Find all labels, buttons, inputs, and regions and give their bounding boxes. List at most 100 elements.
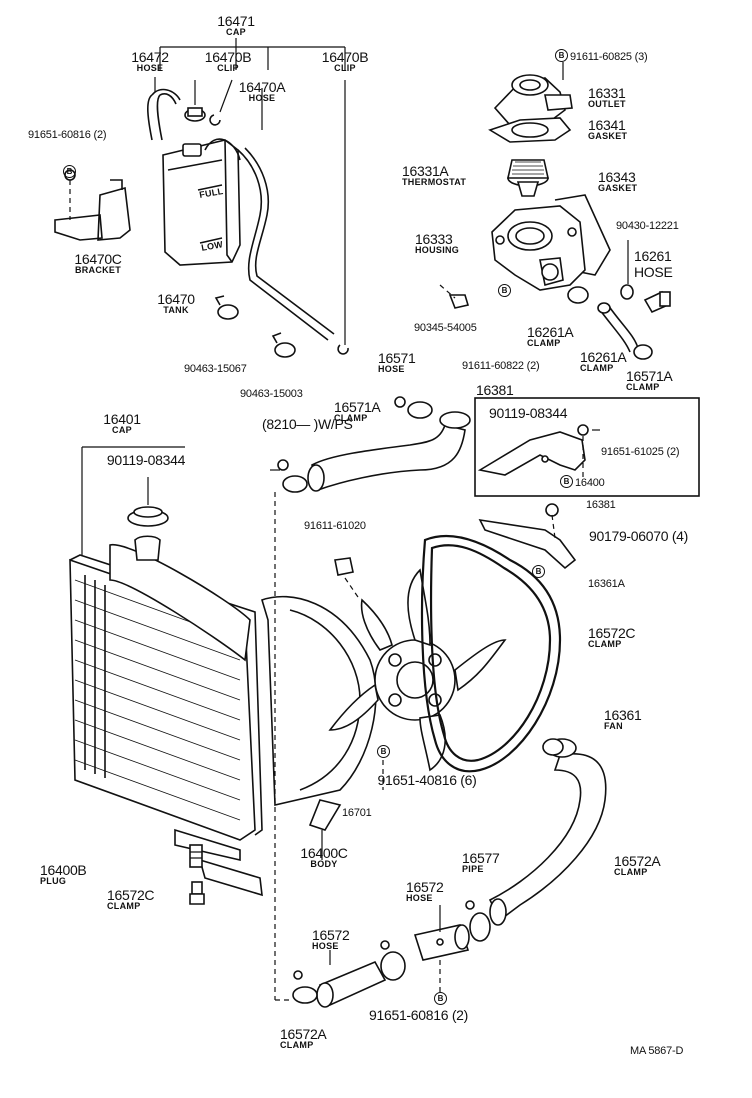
part-number: 90119-08344 [489, 405, 568, 421]
clamp-16261A-b [633, 344, 653, 360]
label-16331A: 16331A THERMOSTAT [402, 164, 466, 187]
part-number: 16361 [604, 707, 642, 723]
hose-16470A-drawing [237, 88, 335, 341]
part-number: 16572C [588, 625, 636, 641]
label-16472: 16472 HOSE [131, 49, 169, 73]
part-name: FAN [604, 721, 623, 731]
gasket-16343 [554, 194, 611, 276]
label-16400C: 16400B PLUG [40, 863, 87, 886]
cap-16471-bracket-lines [159, 38, 346, 70]
part-number: 90463-15003 [240, 388, 303, 400]
label-16261A-a: 16261A CLAMP [527, 325, 574, 348]
part-number: 16577 [462, 850, 500, 866]
part-name: CAP [226, 27, 246, 37]
fan-16361 [328, 568, 507, 772]
part-number: (8210— )W/PS [262, 416, 353, 432]
diagram-id: MA 5867-D [630, 1042, 683, 1058]
label-16331: 16331 OUTLET [588, 86, 626, 109]
part-name: CLAMP [334, 413, 368, 423]
label-16361: 91651-40816 (6) [377, 773, 476, 787]
part-number: 90430-12221 [616, 220, 679, 232]
bolt-tag-c: B [532, 564, 547, 580]
label-16470A: 16470A HOSE [239, 80, 286, 103]
label-16401: 90119-08344 [107, 453, 185, 467]
label-16261-hose: 16261A CLAMP [580, 349, 627, 373]
radiator-16400 [69, 544, 263, 897]
part-number: 16471 [217, 13, 255, 29]
water-outlet-16331 [493, 62, 573, 126]
label-90119-a: 91651-61025 (2) [601, 447, 680, 458]
part-name: BRACKET [74, 265, 122, 275]
label-16571A-left: (8210— )W/PS [262, 417, 353, 431]
label-16343: 16343 GASKET [598, 170, 637, 193]
part-number: 16470B [321, 49, 369, 65]
label-91611-61020: 16361A [588, 579, 625, 590]
part-name: CLAMP [580, 363, 614, 373]
bolt-tag-b: B [498, 283, 513, 299]
label-16572A-b: 91651-60816 (2) [369, 1008, 468, 1022]
part-number: 16572C [107, 887, 155, 903]
radiator-label-lines [81, 446, 185, 555]
bracket-16470C-drawing [54, 169, 131, 241]
clamp-16571A-top [394, 396, 433, 419]
bolt-icon: B [498, 284, 511, 298]
bolt-icon: B [63, 165, 76, 179]
bar-16381-lower [478, 503, 577, 570]
part-name: HOUSING [415, 245, 460, 255]
clip-16470B-right [337, 80, 349, 355]
part-name: HOSE [136, 63, 164, 73]
hose-16261 [597, 302, 639, 353]
part-name: CLAMP [626, 382, 660, 392]
label-16261A-b: 16571A CLAMP [626, 368, 673, 392]
part-number: 16571A [626, 368, 673, 384]
part-name: PIPE [462, 864, 484, 874]
bolt-90345-54005 [439, 284, 470, 309]
part-number: 16341 [588, 117, 626, 133]
hose-16572-right [488, 738, 607, 926]
label-90119-b: 16381 [586, 500, 616, 511]
housing-16333 [491, 205, 586, 291]
part-number: 16572 [312, 927, 350, 943]
label-16341: 16341 GASKET [588, 118, 627, 141]
wps-box [474, 397, 700, 497]
label-16572A-a: 16572A CLAMP [280, 1026, 327, 1050]
clamp-16261A-a [567, 286, 589, 304]
label-91611-60822: 91611-60822 (2) [462, 361, 540, 372]
part-number: 16472 [131, 49, 169, 65]
clamp-16572A-left [292, 970, 318, 1004]
label-16361A: 16572C CLAMP [588, 625, 636, 649]
part-name: CAP [112, 425, 132, 435]
low-mark: LOW [200, 239, 224, 253]
part-number: 16470B [204, 49, 252, 65]
part-number: 16261A [580, 349, 627, 365]
label-16471: 16471 CAP [217, 13, 255, 37]
part-number: 16331A [402, 163, 449, 179]
label-refer: 16261 HOSE [634, 249, 673, 279]
diagram-id-text: MA 5867-D [630, 1045, 684, 1057]
part-number: 16572A [280, 1026, 327, 1042]
part-number: 16400 [575, 477, 605, 489]
part-name: PLUG [40, 876, 67, 886]
bolt-tag-a: B [63, 164, 78, 180]
wps-header-text: 16381 [476, 382, 514, 398]
part-name: CLAMP [107, 901, 141, 911]
part-name: HOSE [248, 93, 276, 103]
bolt-icon: B [532, 565, 545, 579]
reservoir-tank-drawing [162, 138, 241, 266]
part-number: 91611-61020 [304, 520, 366, 532]
part-name: CLIP [217, 63, 239, 73]
drain-body-16400C [189, 844, 203, 868]
label-90430-12221: 90430-12221 [616, 221, 679, 232]
label-16470C: 16470C BRACKET [74, 252, 122, 275]
dashed-assembly-lines [270, 469, 290, 1001]
drain-plug-16400B [189, 881, 205, 905]
part-number: 16400C [300, 845, 348, 861]
bolt-icon: B [555, 49, 568, 63]
full-mark: FULL [198, 185, 225, 201]
part-number: 91651-60816 (2) [28, 129, 107, 141]
part-number: 16333 [415, 231, 453, 247]
sensor-refer [643, 290, 671, 314]
bolt-icon: B [377, 745, 390, 759]
